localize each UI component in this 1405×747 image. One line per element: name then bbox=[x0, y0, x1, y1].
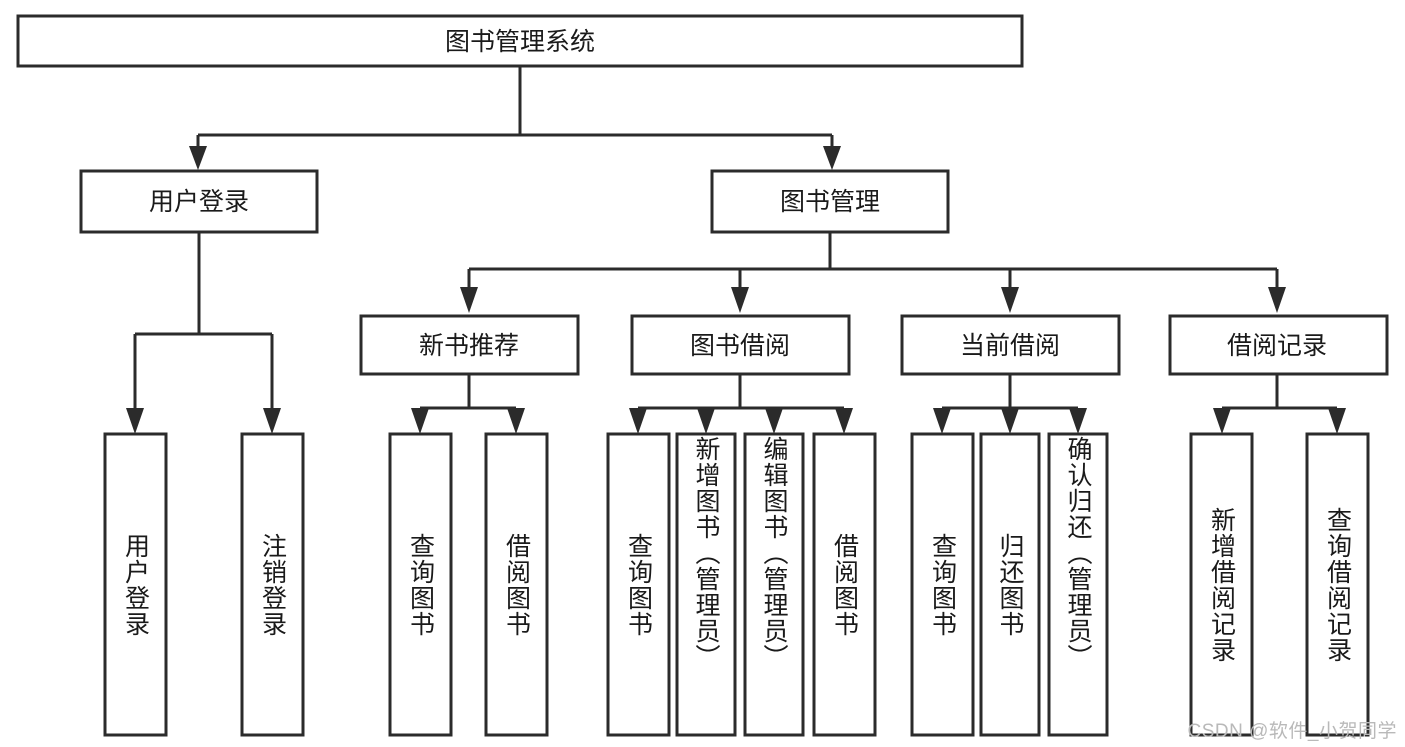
connector-user-login-to-leaves bbox=[126, 232, 281, 434]
node-new-book-recommend[interactable]: 新书推荐 bbox=[359, 314, 580, 376]
node-root-system[interactable]: 图书管理系统 bbox=[16, 14, 1024, 68]
node-user-login-label: 用户登录 bbox=[149, 188, 249, 216]
node-new-book-recommend-label: 新书推荐 bbox=[419, 332, 519, 360]
node-borrow-record[interactable]: 借阅记录 bbox=[1168, 314, 1389, 376]
arrow-head-leaf-user-login bbox=[126, 408, 144, 434]
leaf-box-edit-book[interactable] bbox=[743, 432, 805, 737]
leaf-box-query-book-1[interactable] bbox=[388, 432, 453, 737]
leaf-label-query-book-3-wrap: 查询图书 bbox=[912, 434, 973, 735]
leaf-label-user-login: 用户登录 bbox=[121, 532, 150, 637]
arrow-head-leaf-add-book bbox=[697, 408, 715, 434]
leaf-box-borrow-book-1[interactable] bbox=[484, 432, 549, 737]
leaf-label-query-record: 查询借阅记录 bbox=[1323, 506, 1352, 663]
leaf-label-query-record-wrap: 查询借阅记录 bbox=[1307, 434, 1368, 735]
arrow-head-current-borrow bbox=[1001, 287, 1019, 313]
leaf-label-borrow-book-2-wrap: 借阅图书 bbox=[814, 434, 875, 735]
leaf-label-edit-book: 编辑图书（管理员） bbox=[760, 436, 788, 670]
node-current-borrow-label: 当前借阅 bbox=[960, 332, 1060, 360]
arrow-head-book-mgmt bbox=[823, 146, 841, 170]
arrow-head-leaf-edit-book bbox=[765, 408, 783, 434]
leaf-label-user-login-wrap: 用户登录 bbox=[105, 434, 166, 735]
leaf-label-return-book: 归还图书 bbox=[996, 532, 1024, 637]
arrow-head-leaf-logout bbox=[263, 408, 281, 434]
leaf-label-borrow-book-1: 借阅图书 bbox=[502, 532, 531, 637]
leaf-label-add-record: 新增借阅记录 bbox=[1207, 506, 1236, 663]
leaf-label-query-book-1-wrap: 查询图书 bbox=[390, 434, 451, 735]
leaf-box-confirm-return[interactable] bbox=[1047, 432, 1109, 737]
arrow-head-leaf-query-book-3 bbox=[933, 408, 951, 434]
arrow-head-leaf-confirm-return bbox=[1069, 408, 1087, 434]
leaf-box-return-book[interactable] bbox=[979, 432, 1041, 737]
leaf-label-logout: 注销登录 bbox=[258, 532, 287, 637]
leaf-label-return-book-wrap: 归还图书 bbox=[981, 434, 1039, 735]
leaf-label-confirm-return-wrap: 确认归还（管理员） bbox=[1049, 436, 1107, 733]
connector-book-borrow-to-leaves bbox=[629, 374, 853, 434]
node-current-borrow[interactable]: 当前借阅 bbox=[900, 314, 1121, 376]
node-borrow-record-label: 借阅记录 bbox=[1227, 332, 1327, 360]
arrow-head-leaf-borrow-book-2 bbox=[835, 408, 853, 434]
arrow-head-leaf-add-record bbox=[1213, 408, 1231, 434]
arrow-head-new-book-recommend bbox=[460, 287, 478, 313]
node-user-login[interactable]: 用户登录 bbox=[79, 169, 319, 234]
node-book-management-label: 图书管理 bbox=[780, 188, 880, 216]
arrow-head-book-borrow bbox=[731, 287, 749, 313]
leaf-label-add-book: 新增图书（管理员） bbox=[692, 436, 720, 670]
leaf-label-logout-wrap: 注销登录 bbox=[242, 434, 303, 735]
connector-borrow-record-to-leaves bbox=[1213, 374, 1346, 434]
leaf-box-logout[interactable] bbox=[240, 432, 305, 737]
leaf-box-query-book-2[interactable] bbox=[606, 432, 671, 737]
leaf-label-add-record-wrap: 新增借阅记录 bbox=[1191, 434, 1252, 735]
leaf-label-query-book-1: 查询图书 bbox=[406, 532, 435, 637]
csdn-watermark: CSDN @软件_小贺同学 bbox=[1187, 721, 1397, 742]
leaf-label-query-book-3: 查询图书 bbox=[928, 532, 957, 637]
leaf-box-add-record[interactable] bbox=[1189, 432, 1254, 737]
leaf-box-query-record[interactable] bbox=[1305, 432, 1370, 737]
connector-new-book-recommend-to-leaves bbox=[411, 374, 525, 434]
leaf-label-edit-book-wrap: 编辑图书（管理员） bbox=[745, 436, 803, 733]
connector-root-to-level2 bbox=[189, 66, 841, 170]
leaf-label-add-book-wrap: 新增图书（管理员） bbox=[677, 436, 735, 733]
leaf-label-query-book-2: 查询图书 bbox=[624, 532, 653, 637]
arrow-head-user-login bbox=[189, 146, 207, 170]
leaf-box-query-book-3[interactable] bbox=[910, 432, 975, 737]
leaf-box-borrow-book-2[interactable] bbox=[812, 432, 877, 737]
node-book-borrow-label: 图书借阅 bbox=[690, 332, 790, 360]
node-book-borrow[interactable]: 图书借阅 bbox=[630, 314, 851, 376]
arrow-head-leaf-query-book-2 bbox=[629, 408, 647, 434]
leaf-label-borrow-book-1-wrap: 借阅图书 bbox=[486, 434, 547, 735]
leaf-box-user-login[interactable] bbox=[103, 432, 168, 737]
arrow-head-leaf-borrow-book-1 bbox=[507, 408, 525, 434]
connector-current-borrow-to-leaves bbox=[933, 374, 1087, 434]
connector-book-mgmt-to-level3 bbox=[460, 232, 1286, 313]
node-book-management[interactable]: 图书管理 bbox=[710, 169, 950, 234]
leaf-label-borrow-book-2: 借阅图书 bbox=[830, 532, 859, 637]
node-root-system-label: 图书管理系统 bbox=[445, 28, 595, 56]
leaf-label-confirm-return: 确认归还（管理员） bbox=[1064, 436, 1092, 670]
leaf-box-add-book[interactable] bbox=[675, 432, 737, 737]
leaf-label-query-book-2-wrap: 查询图书 bbox=[608, 434, 669, 735]
arrow-head-borrow-record bbox=[1268, 287, 1286, 313]
arrow-head-leaf-query-book-1 bbox=[411, 408, 429, 434]
arrow-head-leaf-query-record bbox=[1328, 408, 1346, 434]
arrow-head-leaf-return-book bbox=[1001, 408, 1019, 434]
